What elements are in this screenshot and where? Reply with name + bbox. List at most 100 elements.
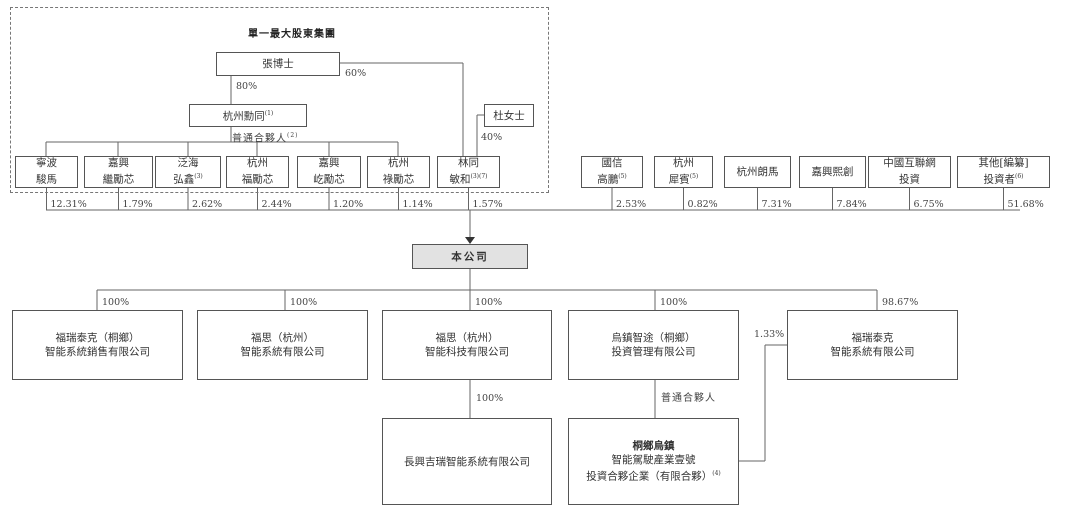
shareholder-line2: 屹勵芯 xyxy=(313,173,345,186)
shareholder-box: 國信高鵬(5) xyxy=(581,156,643,188)
shareholder-note: (3)(7) xyxy=(470,173,488,181)
subsidiary-line1: 烏鎮智途（桐鄉） xyxy=(611,332,696,344)
shareholder-note: (3) xyxy=(194,173,203,181)
shareholder-line1: 杭州 xyxy=(673,157,694,170)
subsidiary-line1: 福思（杭州） xyxy=(435,332,499,344)
hz-xuntong-label: 杭州勳同 xyxy=(222,110,265,123)
hz-xuntong-text: 杭州勳同(1) xyxy=(223,107,274,124)
shareholder-line2-wrap: 屹勵芯 xyxy=(313,170,345,187)
shareholder-box: 杭州福勵芯 xyxy=(226,156,289,188)
subsidiary-pct: 100% xyxy=(660,297,688,308)
pct-zhang-lin: 60% xyxy=(345,68,367,79)
subsidiary-box: 福思（杭州）智能科技有限公司 xyxy=(382,310,552,380)
subsidiary-line2: 智能系統有限公司 xyxy=(830,346,915,358)
subsidiary-box: 福思（杭州） 智能系統有限公司 xyxy=(197,310,368,380)
shareholder-pct: 51.68% xyxy=(1007,199,1044,210)
shareholder-line1: 杭州朗馬 xyxy=(736,165,779,178)
shareholder-pct: 1.57% xyxy=(472,199,503,210)
shareholder-line2-wrap: 福勵芯 xyxy=(242,170,274,187)
group-title: 單一最大股東集團 xyxy=(248,29,336,40)
shareholder-line2: 高鵬 xyxy=(597,173,619,186)
shareholder-note: (5) xyxy=(618,173,627,181)
shareholder-box: 杭州朗馬 xyxy=(724,156,791,188)
fund-line1: 桐鄉烏鎮 xyxy=(632,440,675,453)
shareholder-line2-wrap: 弘鑫(3) xyxy=(173,170,203,187)
shareholder-pct: 6.75% xyxy=(913,199,944,210)
shareholder-line2-wrap: 投資 xyxy=(899,170,920,187)
shareholder-line2: 投資者 xyxy=(983,173,1016,186)
shareholder-note: (6) xyxy=(1015,173,1024,181)
shareholder-line2: 犀賓 xyxy=(668,173,690,186)
shareholder-pct: 0.82% xyxy=(687,199,718,210)
shareholder-line2: 投資 xyxy=(899,173,920,186)
shareholder-pct: 1.14% xyxy=(402,199,433,210)
shareholder-box: 杭州祿勵芯 xyxy=(367,156,430,188)
hz-xuntong-note: (1) xyxy=(264,110,274,118)
shareholder-line1: 寧波 xyxy=(36,157,57,170)
subsidiary-line2: 投資管理有限公司 xyxy=(611,346,696,358)
shareholder-line2-wrap: 高鵬(5) xyxy=(597,170,627,187)
shareholder-pct: 7.84% xyxy=(836,199,867,210)
shareholder-box: 嘉興繼勵芯 xyxy=(84,156,153,188)
subsidiary-box: 福瑞泰克（桐鄉）智能系統銷售有限公司 xyxy=(12,310,183,380)
subsidiary-pct: 100% xyxy=(102,297,130,308)
shareholder-line2: 駿馬 xyxy=(36,173,57,186)
shareholder-line1: 其他[編纂] xyxy=(978,157,1029,170)
arrow-down-icon xyxy=(465,237,475,244)
subsidiary-box: 福瑞泰克智能系統有限公司 xyxy=(787,310,958,380)
changxing-label: 長興吉瑞智能系統有限公司 xyxy=(404,455,530,468)
company-label: 本公司 xyxy=(451,250,489,263)
subsidiary-pct: 100% xyxy=(290,297,318,308)
pct-du-lin: 40% xyxy=(481,132,503,143)
shareholder-line1: 泛海 xyxy=(177,157,199,170)
shareholder-pct: 12.31% xyxy=(50,199,87,210)
fund-box: 桐鄉烏鎮 智能駕駛產業壹號 投資合夥企業（有限合夥）(4) xyxy=(568,418,739,505)
changxing-box: 長興吉瑞智能系統有限公司 xyxy=(382,418,552,505)
shareholder-line1: 杭州 xyxy=(247,157,268,170)
subsidiary-line1: 福思（杭州） xyxy=(251,332,314,344)
shareholder-line1: 嘉興熙創 xyxy=(811,165,854,178)
pct-zhang-xuntong: 80% xyxy=(236,81,258,92)
shareholder-box: 寧波駿馬 xyxy=(15,156,78,188)
largest-shareholder-group-boundary xyxy=(10,7,549,193)
shareholder-line2-wrap: 犀賓(5) xyxy=(669,170,699,187)
shareholder-line2-wrap: 敏和(3)(7) xyxy=(450,170,488,187)
shareholder-box: 其他[編纂]投資者(6) xyxy=(957,156,1050,188)
shareholder-line1: 國信 xyxy=(601,157,623,170)
subsidiary-line2: 智能系統有限公司 xyxy=(240,346,325,358)
hz-xuntong-box: 杭州勳同(1) xyxy=(189,104,307,127)
subsidiary-line1: 福瑞泰克 xyxy=(851,332,894,344)
shareholder-line1: 杭州 xyxy=(388,157,409,170)
company-box: 本公司 xyxy=(412,244,528,269)
fund-line3-wrap: 投資合夥企業（有限合夥）(4) xyxy=(586,467,721,484)
subsidiary-pct: 98.67% xyxy=(882,297,919,308)
subsidiary-pct: 100% xyxy=(475,297,503,308)
shareholder-box: 林同敏和(3)(7) xyxy=(437,156,500,188)
shareholder-line1: 嘉興 xyxy=(108,157,129,170)
shareholder-line1: 嘉興 xyxy=(318,157,340,170)
fund-note: (4) xyxy=(712,470,721,478)
shareholder-box: 嘉興屹勵芯 xyxy=(297,156,361,188)
dr-zhang-box: 張博士 xyxy=(216,52,340,76)
shareholder-line2: 福勵芯 xyxy=(241,173,274,186)
shareholder-pct: 2.53% xyxy=(616,199,647,210)
shareholder-line2: 敏和 xyxy=(449,173,471,186)
shareholder-line2-wrap: 投資者(6) xyxy=(984,170,1024,187)
ms-du-box: 杜女士 xyxy=(484,104,534,127)
shareholder-line2-wrap: 駿馬 xyxy=(36,170,57,187)
fund-line3: 投資合夥企業（有限合夥） xyxy=(586,470,713,483)
shareholder-pct: 1.79% xyxy=(122,199,153,210)
shareholder-line2: 繼勵芯 xyxy=(102,173,135,186)
subsidiary-box: 烏鎮智途（桐鄉） 投資管理有限公司 xyxy=(568,310,739,380)
shareholder-line2: 弘鑫 xyxy=(173,173,195,186)
fund-relation-label: 普通合夥人 xyxy=(661,393,716,404)
shareholder-pct: 7.31% xyxy=(761,199,792,210)
shareholder-line1: 林同 xyxy=(458,157,479,170)
shareholder-line2-wrap: 繼勵芯 xyxy=(103,170,135,187)
shareholder-pct: 2.44% xyxy=(261,199,292,210)
shareholder-note: (5) xyxy=(689,173,699,181)
pct-fund-to-frt: 1.33% xyxy=(754,329,785,340)
shareholder-line2-wrap: 祿勵芯 xyxy=(383,170,415,187)
shareholder-box: 泛海弘鑫(3) xyxy=(155,156,221,188)
